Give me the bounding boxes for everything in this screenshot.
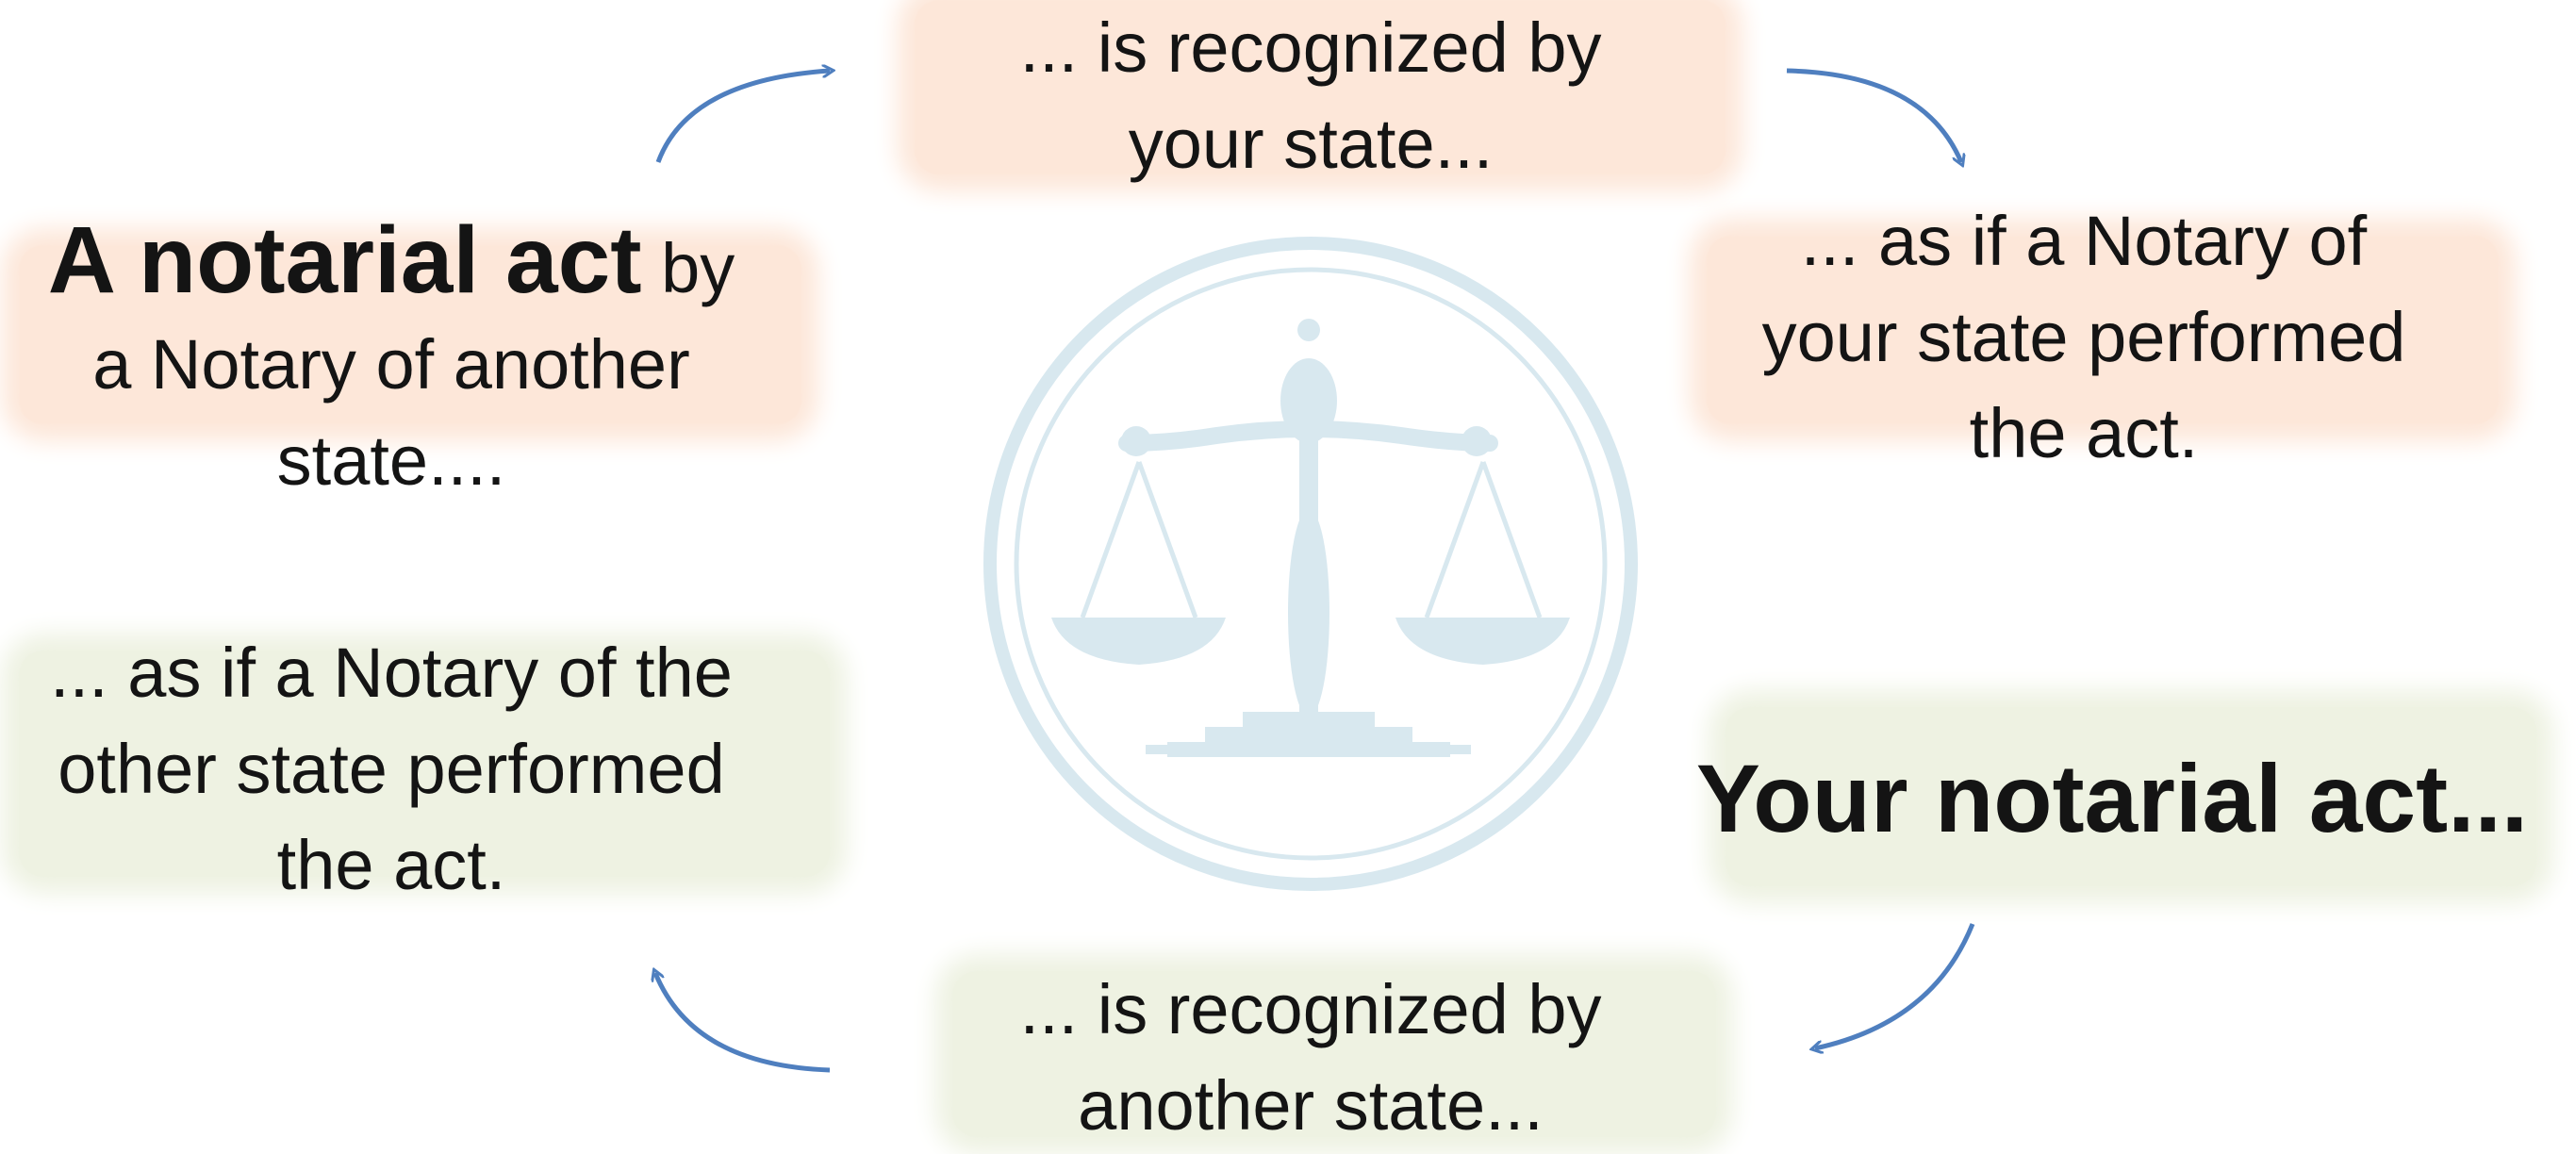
arrow-top-left	[655, 71, 830, 163]
node-text-line: ... is recognized by	[1019, 8, 1602, 87]
node-text-line: the act.	[276, 826, 506, 904]
node-text-line: your state...	[1128, 105, 1494, 183]
node-text-line: a Notary of another	[92, 325, 690, 404]
arrow-bottom-left	[655, 973, 831, 1073]
arrow-bottom-right	[1815, 923, 1975, 1048]
node-text-line: ... as if a Notary of the	[50, 634, 733, 712]
node-text-line: another state...	[1078, 1066, 1544, 1145]
top-center-highlight	[915, 0, 1726, 174]
scales-of-justice-seal-icon	[983, 237, 1638, 891]
bottom-right-highlight	[1726, 707, 2536, 886]
bottom-left-highlight	[19, 651, 830, 877]
node-emphasis: A notarial act	[47, 207, 642, 313]
top-left-highlight	[19, 245, 801, 424]
bottom-center-highlight	[952, 971, 1716, 1137]
node-text-line: ... as if a Notary of	[1800, 202, 2368, 280]
node-text-line: other state performed	[58, 730, 725, 808]
node-text-fragment: by	[641, 229, 735, 307]
node-text-line: your state performed	[1761, 298, 2406, 376]
top-right-highlight	[1707, 236, 2499, 424]
node-text-line: the act.	[1969, 394, 2199, 472]
node-text-line: state....	[276, 421, 506, 500]
node-text-line: ... is recognized by	[1019, 970, 1602, 1048]
node-text-line: Your notarial act...	[1695, 745, 2529, 852]
node-as-if-other-state-notary: ... as if a Notary of the other state pe…	[0, 625, 783, 914]
node-recognized-by-your-state: ... is recognized by your state...	[962, 0, 1660, 192]
node-your-notarial-act: Your notarial act...	[1660, 742, 2565, 855]
node-notarial-act-another-state: A notarial act by a Notary of another st…	[0, 212, 783, 509]
node-as-if-your-state-notary: ... as if a Notary of your state perform…	[1697, 193, 2470, 482]
node-recognized-by-another-state: ... is recognized by another state...	[962, 962, 1660, 1154]
arrow-top-right	[1786, 68, 1961, 162]
node-text-line: A notarial act by	[0, 212, 783, 317]
